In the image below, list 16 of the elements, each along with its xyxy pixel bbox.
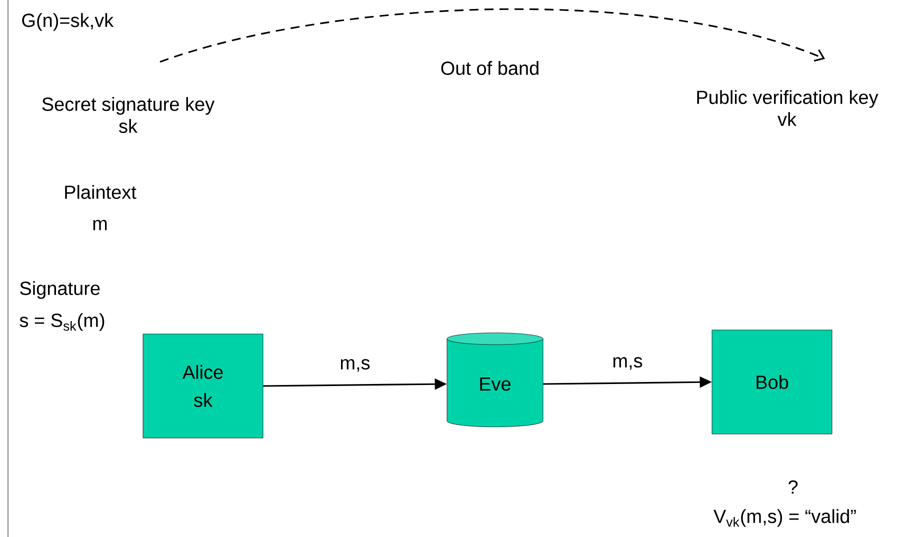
edge-label: Out of band bbox=[439, 60, 541, 76]
process-box: Alice sk bbox=[142, 334, 264, 438]
edge-label: m,s bbox=[611, 356, 644, 371]
text-label: Plaintext bbox=[65, 185, 136, 199]
formula-label: G(n)=sk,vk bbox=[22, 13, 114, 31]
formula-label: V$_{vk}$(m,s) = “valid” bbox=[714, 509, 856, 527]
process-box: Bob bbox=[712, 330, 832, 434]
text-label: Signature bbox=[20, 281, 100, 299]
edge-label: m,s bbox=[338, 358, 372, 373]
key-label: Public verification key vk bbox=[697, 90, 878, 126]
arrow bbox=[160, 8, 825, 63]
text-label: ? bbox=[788, 480, 798, 494]
database-cylinder: Eve bbox=[446, 332, 544, 428]
formula-label: s = S$_{sk}$(m) bbox=[20, 313, 104, 331]
text-label: m bbox=[93, 220, 107, 230]
key-label: Secret signature key sk bbox=[42, 97, 215, 133]
